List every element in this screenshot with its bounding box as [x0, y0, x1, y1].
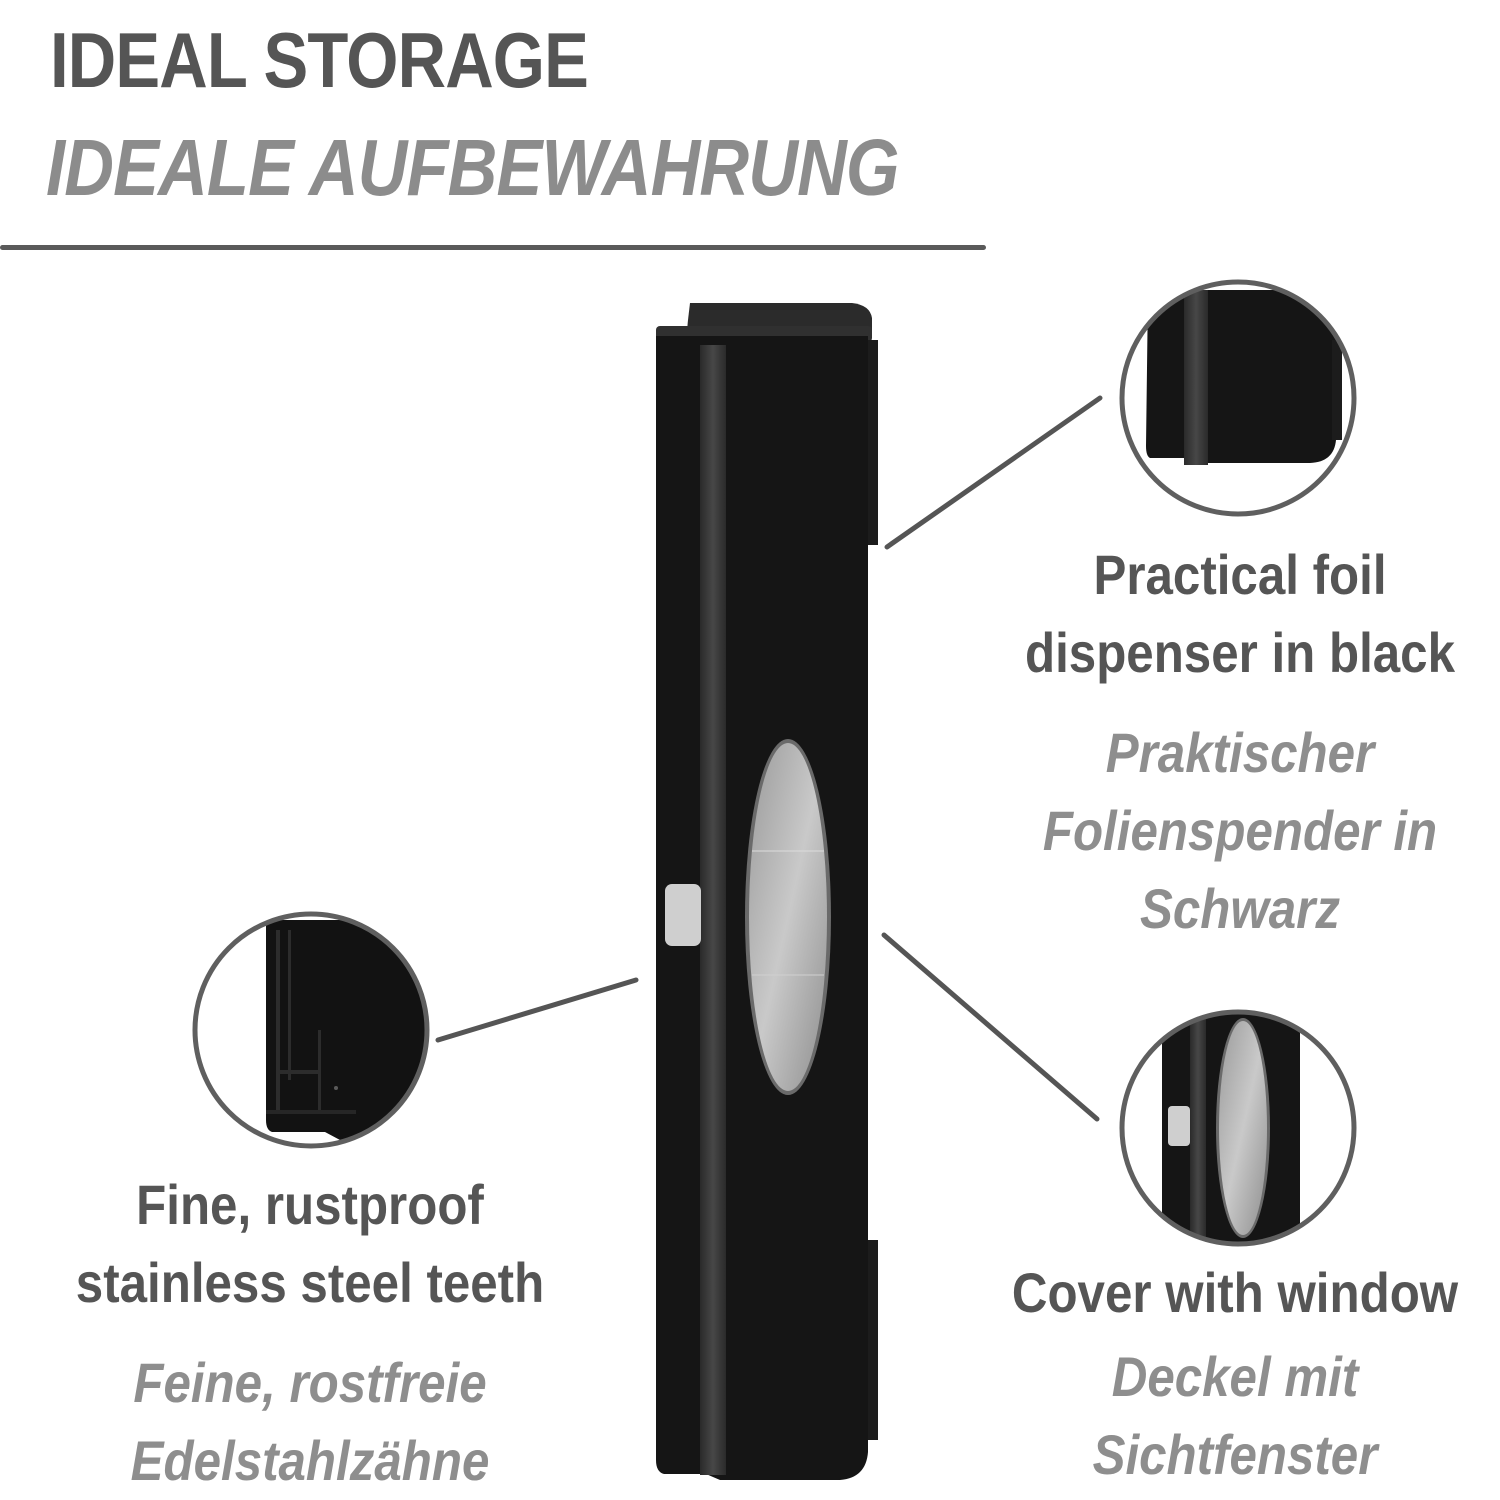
callout-dispenser-en-line-2: dispenser in black [1024, 621, 1455, 684]
page-title-german: IDEALE AUFBEWAHRUNG [46, 123, 899, 212]
detail-circle-teeth [192, 911, 430, 1149]
callout-line-teeth [435, 977, 639, 1043]
callout-line-dispenser [884, 395, 1103, 550]
header-divider [0, 245, 986, 250]
callout-teeth-de-line-1: Feine, rostfreie [133, 1351, 487, 1414]
callout-teeth-de-line-2: Edelstahlzähne [130, 1429, 490, 1492]
dispenser-body [656, 303, 878, 1480]
callout-dispenser-de-line-2: Folienspender in [1042, 799, 1438, 862]
callout-teeth-en-line-2: stainless steel teeth [75, 1251, 545, 1314]
callout-dispenser-de-line-3: Schwarz [1140, 877, 1340, 940]
callout-cover: Cover with window Deckel mit Sichtfenste… [970, 1254, 1500, 1494]
callout-cover-en-line-1: Cover with window [1011, 1261, 1459, 1324]
detail-circle-top [1119, 279, 1357, 517]
callout-dispenser: Practical foil dispenser in black Prakti… [990, 536, 1490, 948]
callout-dispenser-en-line-1: Practical foil [1093, 543, 1387, 606]
callout-cover-de-line-1: Deckel mit [1111, 1345, 1359, 1408]
callout-teeth-en-line-1: Fine, rustproof [136, 1173, 484, 1236]
callout-teeth: Fine, rustproof stainless steel teeth Fe… [30, 1166, 590, 1500]
page-title-english: IDEAL STORAGE [50, 16, 589, 104]
callout-cover-de-line-2: Sichtfenster [1092, 1423, 1378, 1486]
callout-dispenser-de-line-1: Praktischer [1105, 721, 1375, 784]
detail-circle-window [1119, 1009, 1357, 1247]
callout-line-cover [881, 932, 1100, 1122]
